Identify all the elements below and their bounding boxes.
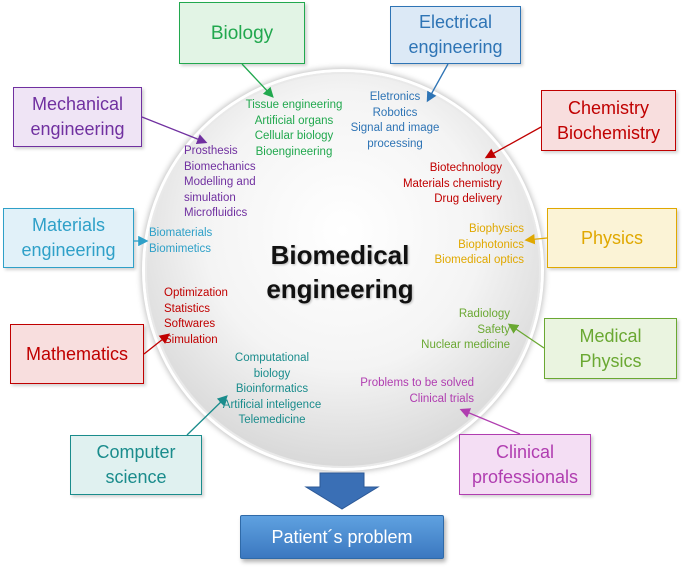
box-mechanical-label: Mechanical engineering — [30, 94, 125, 139]
center-title: Biomedical engineering — [266, 240, 414, 304]
arrow-mathematics — [143, 333, 171, 355]
box-materials: Materials engineering — [3, 208, 134, 268]
box-clinical-label: Clinical professionals — [471, 441, 579, 487]
box-physics-label: Physics — [580, 227, 643, 248]
box-electrical-label: Electrical engineering — [408, 12, 503, 57]
box-mathematics: Mathematics — [10, 324, 144, 384]
box-medical-physics-label: Medical Physics — [579, 325, 642, 371]
box-medical-physics: Medical Physics — [544, 318, 677, 379]
topics-mechanical: Prosthesis Biomechanics Modelling and si… — [184, 145, 256, 219]
topics-biology: Tissue engineering Artificial organs Cel… — [245, 99, 343, 158]
arrow-mechanical — [141, 116, 208, 144]
biomedical-circle — [145, 72, 541, 468]
box-mathematics-label: Mathematics — [25, 343, 129, 364]
box-computer-science-label: Computer science — [96, 442, 176, 487]
patient-problem-box: Patient´s problem — [240, 515, 444, 559]
down-arrow — [304, 472, 380, 510]
topics-medical-physics: Radiology Safety Nuclear medicine — [421, 308, 510, 351]
topics-chemistry: Biotechnology Materials chemistry Drug d… — [402, 162, 502, 205]
box-materials-label: Materials engineering — [21, 215, 116, 260]
box-biology: Biology — [179, 2, 305, 64]
box-biology-label: Biology — [210, 22, 274, 44]
box-clinical: Clinical professionals — [459, 434, 591, 495]
topics-clinical: Problems to be solved Clinical trials — [360, 377, 474, 405]
patient-problem-label: Patient´s problem — [271, 526, 413, 547]
box-mechanical: Mechanical engineering — [13, 87, 142, 147]
arrow-electrical — [426, 63, 449, 103]
box-physics: Physics — [547, 208, 677, 268]
arrow-computer-science — [186, 395, 228, 436]
box-computer-science: Computer science — [70, 435, 202, 495]
arrow-physics — [524, 234, 548, 245]
arrow-chemistry — [484, 126, 542, 159]
topics-mathematics: Optimization Statistics Softwares Simula… — [164, 287, 228, 346]
box-chemistry-label: Chemistry Biochemistry — [556, 97, 661, 143]
box-chemistry: Chemistry Biochemistry — [541, 90, 676, 151]
arrow-clinical — [459, 408, 521, 435]
arrow-biology — [241, 63, 274, 98]
topics-materials: Biomaterials Biomimetics — [149, 227, 213, 255]
topics-electrical: Eletronics Robotics Signal and image pro… — [350, 91, 440, 150]
topics-physics: Biophysics Biophotonics Biomedical optic… — [434, 223, 524, 266]
box-electrical: Electrical engineering — [390, 6, 521, 64]
arrow-medical-physics — [507, 323, 545, 349]
topics-computer-science: Computational biology Bioinformatics Art… — [222, 352, 322, 426]
